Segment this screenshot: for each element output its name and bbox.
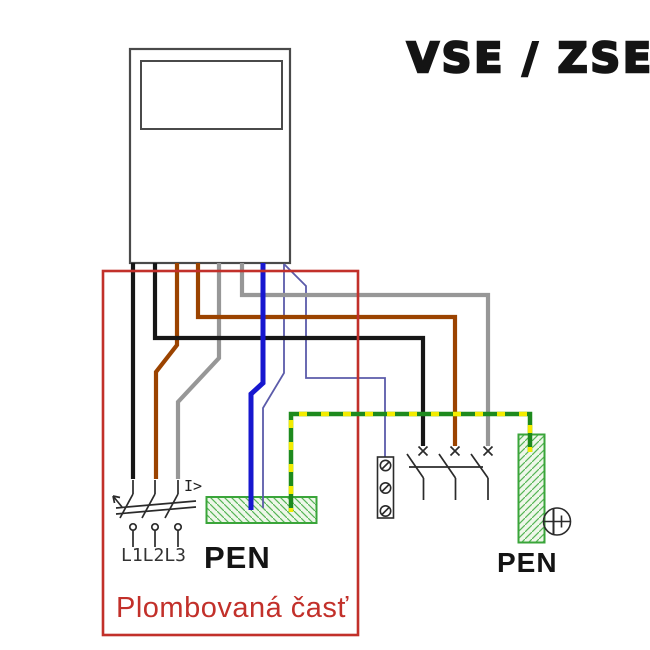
mcb-cross-1 (417, 445, 429, 457)
terminal-screw-icon (379, 459, 392, 472)
wire-pe-green-yellow (288, 411, 533, 512)
wire-l1-to-mcb (152, 263, 426, 446)
sealed-area-box (101, 269, 360, 637)
wire-l2-to-mcb (195, 263, 458, 446)
mcb-three-pole-symbol (406, 445, 494, 500)
wire-neutral (248, 263, 266, 510)
switch-terminal-1 (128, 522, 138, 532)
switch-linkage (115, 500, 197, 515)
phase-sequence-label: L1L2L3 (121, 545, 187, 566)
meter-display (140, 60, 283, 130)
wire-aux-to-pen (262, 264, 285, 508)
sealed-area-label: Plombovaná časť (116, 592, 349, 624)
terminal-screw-icon (379, 504, 392, 517)
wire-l3-to-switch (175, 263, 222, 479)
mcb-cross-3 (482, 445, 494, 457)
switch-blades (119, 493, 179, 519)
mcb-bottom-leads (422, 478, 489, 500)
mcb-cross-2 (449, 445, 461, 457)
diagram-title: VSE / ZSE (406, 33, 650, 84)
switch-actuator-arrow-icon (112, 495, 123, 508)
switch-bottom-leads (132, 530, 179, 547)
switch-top-leads (132, 480, 179, 494)
terminal-screw-icon (379, 481, 392, 494)
pen-label-left: PEN (204, 540, 271, 575)
main-switch-symbol (112, 480, 197, 547)
pen-busbar-left (205, 496, 318, 524)
overcurrent-label: I> (184, 477, 203, 495)
terminal-block (376, 456, 395, 519)
wire-aux-to-terminal-block (283, 263, 386, 458)
switch-terminal-2 (150, 522, 160, 532)
wire-l2-to-switch (153, 263, 180, 479)
mcb-blades (406, 453, 489, 479)
wire-l3-to-mcb (239, 263, 491, 446)
pen-busbar-right (517, 433, 546, 544)
pen-label-right: PEN (497, 547, 558, 578)
meter (128, 47, 292, 265)
earth-electrode-icon (542, 507, 572, 536)
switch-terminal-3 (173, 522, 183, 532)
